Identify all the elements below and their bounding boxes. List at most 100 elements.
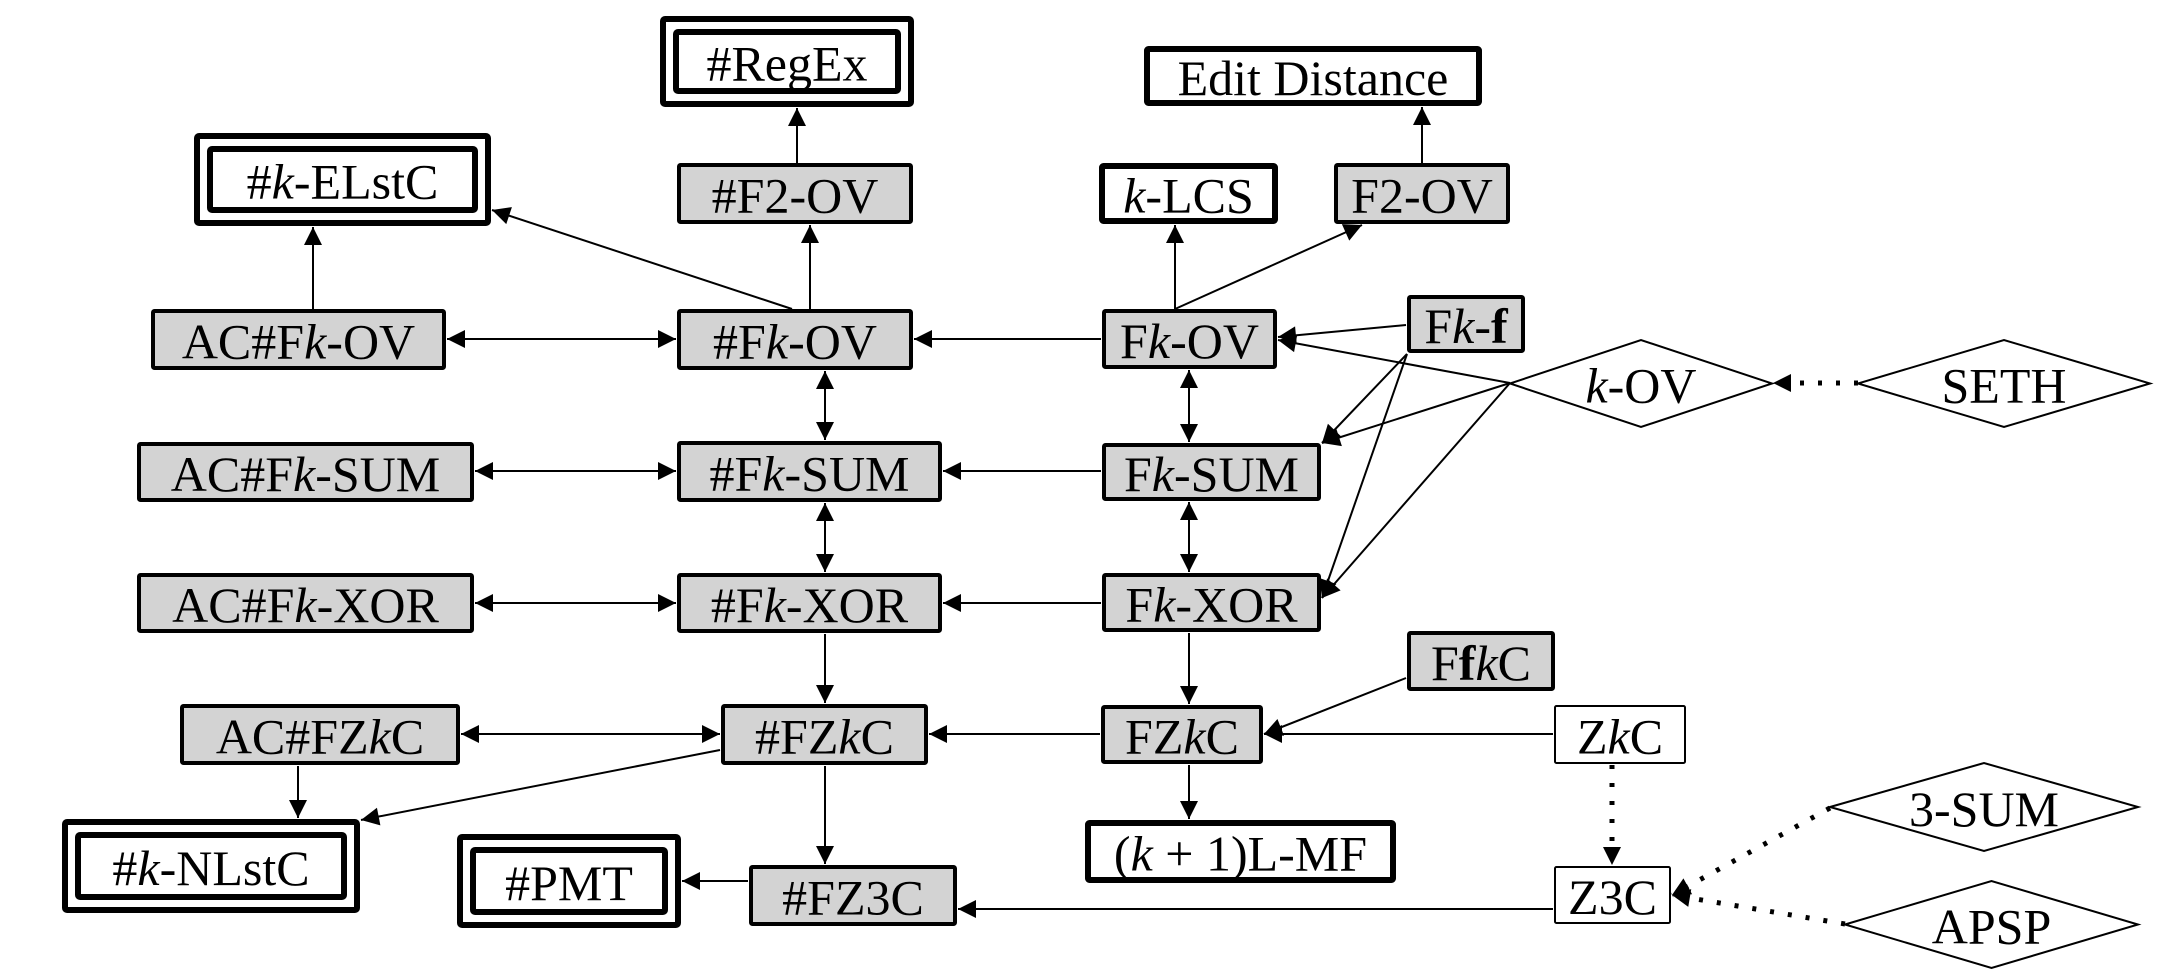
node-label: #RegEx (706, 36, 867, 92)
node-knlstc[interactable]: #k-NLstC (62, 819, 360, 913)
node-label: ZkC (1577, 709, 1663, 765)
node-z3c[interactable]: Z3C (1554, 866, 1671, 925)
diamond-shape (1826, 761, 2142, 853)
box-shape (1101, 705, 1263, 764)
node-ac_fkov[interactable]: AC#Fk-OV (151, 309, 446, 370)
node-fzkc_count[interactable]: #FZkC (721, 704, 928, 765)
node-label: Z3C (1568, 869, 1657, 925)
node-label: FZkC (1125, 709, 1239, 765)
diamond-shape (1841, 879, 2142, 970)
diamond-shape (1506, 338, 1776, 429)
node-zkc[interactable]: ZkC (1554, 705, 1686, 765)
edge-fkf-to-fksum (1321, 353, 1408, 444)
node-label: #k-ELstC (247, 154, 439, 210)
edge-kov-to-fksum (1321, 382, 1511, 447)
node-fkov[interactable]: Fk-OV (1102, 309, 1277, 369)
node-label: #FZ3C (782, 870, 924, 926)
node-label: APSP (1932, 899, 2052, 955)
node-label: #PMT (505, 855, 633, 911)
box-shape (1554, 705, 1686, 764)
box-shape (749, 865, 957, 926)
edge-kov-to-fkxor (1321, 382, 1511, 599)
box-shape (137, 573, 474, 633)
node-kelstc[interactable]: #k-ELstC (194, 133, 491, 226)
node-ac_fkxor[interactable]: AC#Fk-XOR (137, 573, 474, 633)
inner-border (673, 29, 901, 94)
edge-fkov-to-f2ov (1174, 224, 1363, 310)
box-shape (1554, 866, 1671, 924)
node-label: AC#Fk-XOR (172, 577, 439, 633)
node-label: k-OV (1585, 358, 1696, 414)
node-label: AC#Fk-SUM (171, 446, 441, 502)
inner-border (470, 847, 668, 915)
node-label: #FZkC (755, 709, 894, 765)
node-editdist[interactable]: Edit Distance (1144, 46, 1482, 106)
node-f2ov[interactable]: F2-OV (1334, 163, 1510, 224)
node-fkov_count[interactable]: #Fk-OV (677, 309, 913, 370)
inner-border (207, 146, 478, 213)
node-seth[interactable]: SETH (1854, 338, 2154, 429)
edge-threesum-to-z3c (1670, 805, 1832, 898)
node-label: Edit Distance (1178, 50, 1449, 106)
box-shape (1102, 309, 1277, 369)
node-label: AC#FZkC (216, 709, 424, 765)
node-fkxor[interactable]: Fk-XOR (1102, 573, 1321, 633)
box-shape (1085, 820, 1396, 883)
node-ac_fzkc[interactable]: AC#FZkC (180, 704, 460, 765)
node-label: #Fk-SUM (709, 446, 909, 502)
node-label: #Fk-XOR (711, 577, 909, 633)
edge-fzkc_count-to-knlstc (360, 749, 721, 826)
node-label: k-LCS (1123, 168, 1254, 224)
node-fzkc[interactable]: FZkC (1101, 705, 1263, 765)
node-ac_fksum[interactable]: AC#Fk-SUM (137, 442, 474, 502)
node-label: Fk-OV (1120, 313, 1259, 369)
node-label: Fk-XOR (1125, 577, 1298, 633)
node-label: Fk-SUM (1124, 446, 1299, 502)
edge-fkf-to-fkxor (1319, 353, 1408, 599)
node-klmf[interactable]: (k + 1)L-MF (1085, 820, 1396, 883)
box-shape (1407, 295, 1525, 353)
box-shape (1102, 443, 1321, 501)
node-label: #k-NLstC (112, 840, 309, 896)
node-klcs[interactable]: k-LCS (1099, 163, 1278, 224)
edges-layer (289, 107, 1858, 927)
edge-apsp-to-z3c (1671, 889, 1846, 927)
node-ffkc[interactable]: FfkC (1407, 631, 1555, 691)
node-fksum[interactable]: Fk-SUM (1102, 443, 1321, 502)
node-apsp[interactable]: APSP (1841, 879, 2142, 970)
node-pmt[interactable]: #PMT (457, 834, 681, 928)
node-fksum_count[interactable]: #Fk-SUM (677, 441, 942, 502)
node-regex[interactable]: #RegEx (660, 16, 914, 107)
node-label: #F2-OV (712, 168, 879, 224)
node-kov[interactable]: k-OV (1506, 338, 1776, 429)
node-threesum[interactable]: 3-SUM (1826, 761, 2142, 853)
node-label: 3-SUM (1909, 781, 2059, 837)
node-label: FfkC (1431, 635, 1531, 691)
box-shape (677, 163, 913, 224)
box-shape (677, 309, 913, 370)
node-fkf[interactable]: Fk-f (1407, 295, 1525, 354)
node-label: F2-OV (1351, 168, 1493, 224)
box-shape (1099, 163, 1278, 224)
node-fz3c_count[interactable]: #FZ3C (749, 865, 957, 926)
node-label: AC#Fk-OV (182, 314, 415, 370)
node-fkxor_count[interactable]: #Fk-XOR (677, 573, 942, 633)
box-shape (677, 573, 942, 633)
edge-kov-to-fkov (1277, 334, 1511, 384)
box-shape (137, 442, 474, 502)
edge-ffkc-to-fzkc (1263, 677, 1407, 736)
box-shape (180, 704, 460, 765)
box-shape (151, 309, 446, 370)
node-label: SETH (1942, 358, 2067, 414)
node-label: Fk-f (1424, 298, 1509, 354)
edge-fkov_count-to-kelstc (491, 207, 793, 310)
box-shape (677, 441, 942, 502)
node-f2ov_count[interactable]: #F2-OV (677, 163, 913, 224)
box-shape (1102, 573, 1321, 632)
nodes-layer: #RegEx #k-ELstC Edit Distance #F2-OV k-LCS F2… (62, 16, 2154, 970)
box-shape (1407, 631, 1555, 691)
box-shape (721, 704, 928, 765)
node-label: (k + 1)L-MF (1114, 826, 1367, 882)
box-shape (1144, 46, 1482, 106)
